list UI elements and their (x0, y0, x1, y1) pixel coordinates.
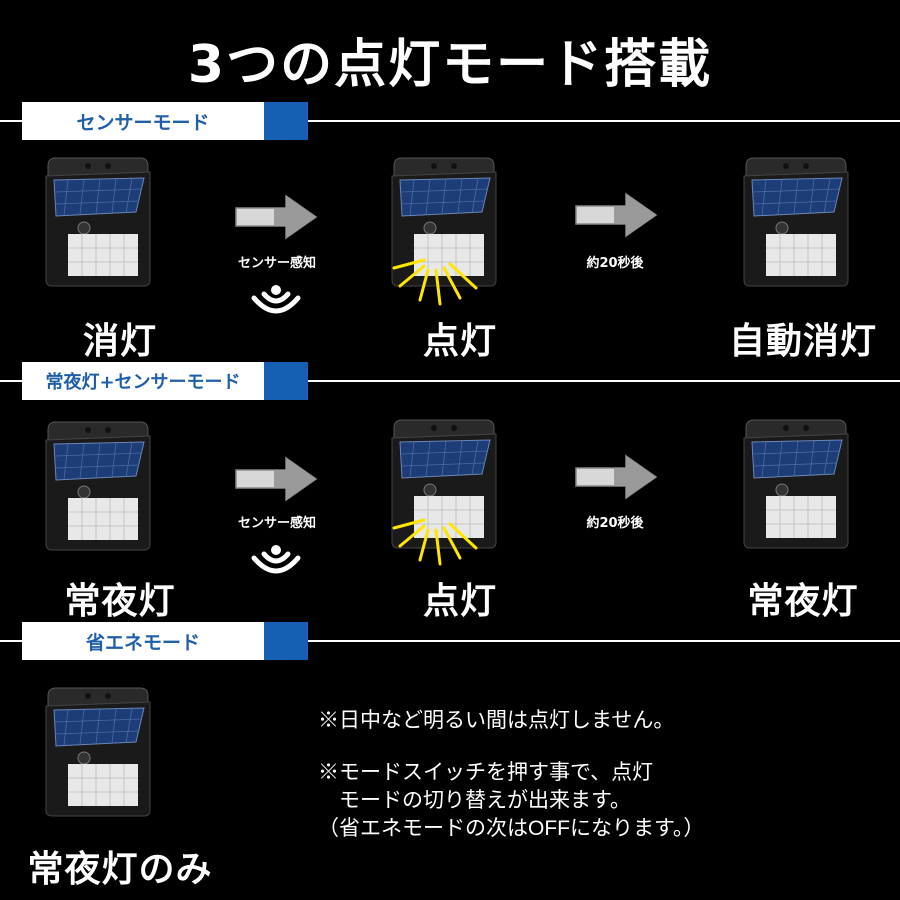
solar-light-icon (45, 421, 151, 551)
solar-light-icon (743, 419, 849, 549)
sensor-label: センサー感知 (237, 516, 316, 531)
solar-light-icon (743, 157, 849, 287)
note-mode-switch: ※モードスイッチを押す事で、点灯 (318, 761, 654, 784)
caption-nightlight: 常夜灯 (64, 581, 176, 622)
sensor-label: センサー感知 (237, 256, 316, 271)
caption-off: 消灯 (82, 321, 157, 362)
page-title: 3つの点灯モード搭載 (187, 35, 713, 95)
mode-tag-label: センサーモード (76, 111, 210, 134)
mode-tag-sensor: センサーモード (22, 102, 308, 140)
mode-tag-eco: 省エネモード (22, 622, 308, 660)
timer-label: 約20秒後 (586, 516, 644, 531)
caption-on: 点灯 (422, 581, 497, 622)
mode-tag-accent (264, 622, 308, 660)
solar-light-icon (45, 157, 151, 287)
caption-nightlight-return: 常夜灯 (747, 581, 859, 622)
mode-tag-accent (264, 362, 308, 400)
arrow-right-icon (575, 455, 657, 499)
mode-tag-label: 省エネモード (85, 631, 200, 654)
mode-tag-label: 常夜灯+センサーモード (45, 372, 241, 393)
light-burst-icon (392, 258, 478, 306)
note-eco-next-off: （省エネモードの次はOFFになります。） (318, 817, 705, 840)
note-mode-switch-cont: モードの切り替えが出来ます。 (318, 789, 631, 812)
sensor-wave-icon (251, 545, 301, 574)
arrow-right-icon (235, 195, 317, 239)
section-divider (0, 120, 900, 122)
caption-on: 点灯 (422, 321, 497, 362)
arrow-right-icon (235, 457, 317, 501)
sensor-wave-icon (251, 285, 301, 314)
note-daylight: ※日中など明るい間は点灯しません。 (318, 709, 675, 732)
caption-auto-off: 自動消灯 (728, 321, 877, 362)
arrow-right-icon (575, 193, 657, 237)
caption-nightlight-only: 常夜灯のみ (27, 849, 213, 890)
light-burst-icon (392, 518, 478, 566)
mode-tag-nightlight-sensor: 常夜灯+センサーモード (22, 362, 308, 400)
timer-label: 約20秒後 (586, 256, 644, 271)
mode-tag-accent (264, 102, 308, 140)
solar-light-icon (45, 687, 151, 817)
section-divider (0, 640, 900, 642)
section-divider (0, 380, 900, 382)
